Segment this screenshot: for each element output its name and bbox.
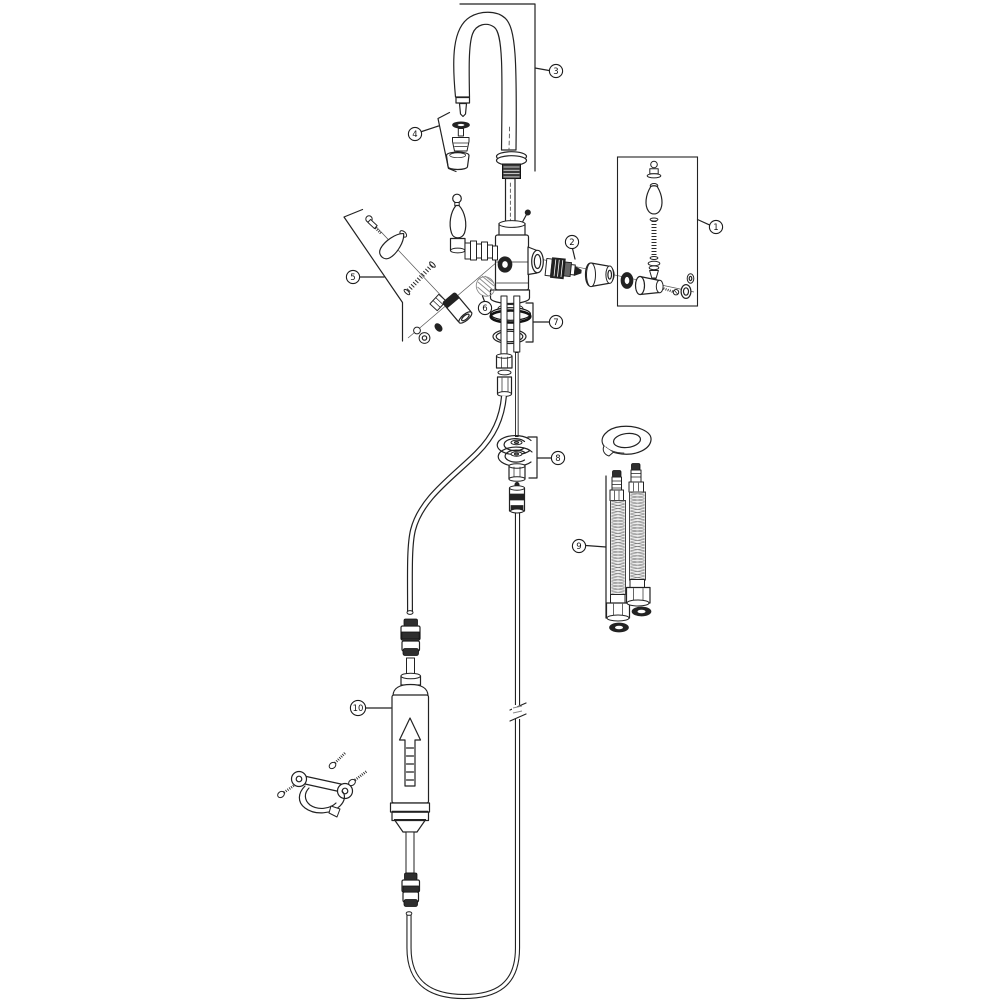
clamp-screws — [277, 752, 368, 799]
callout-4-label: 4 — [412, 130, 417, 140]
kit5-washer — [413, 326, 421, 335]
base-escutcheon — [489, 304, 532, 345]
hatched-seal — [475, 275, 496, 297]
kit-grommet — [620, 272, 634, 289]
callout-9-marker: 9 — [571, 538, 587, 554]
hose-left — [605, 470, 631, 633]
filter-bottom-stub — [405, 831, 415, 874]
clamp-foot — [328, 805, 341, 818]
kit-screw — [646, 160, 662, 179]
kit5-oring — [418, 332, 431, 344]
callout-2-label: 2 — [569, 238, 574, 248]
callout-5-bracket — [343, 208, 404, 342]
tube-break-mark — [509, 702, 527, 722]
callout-4-leader — [421, 125, 440, 133]
callout-8-label: 8 — [555, 454, 560, 464]
callout-1-marker: 1 — [708, 219, 724, 235]
filter-inlet-tube — [406, 395, 507, 615]
inline-filter-assembly — [389, 618, 431, 907]
cartridge-bonnet — [584, 262, 615, 288]
mounting-nut — [508, 463, 526, 482]
quick-connect-lower — [401, 872, 421, 907]
callout-8-bracket — [527, 436, 538, 479]
kit-stem — [649, 217, 659, 260]
kit-handle — [645, 183, 663, 215]
shank-threads — [502, 163, 521, 179]
kit-cap — [680, 273, 695, 300]
callout-5-marker: 5 — [345, 269, 361, 285]
callout-9-leader — [585, 544, 607, 548]
installed-handle — [449, 193, 467, 254]
hose-right — [625, 463, 652, 617]
kit5-valve — [442, 292, 473, 324]
tube-adapter-fitting — [508, 485, 526, 514]
callout-4-marker: 4 — [407, 126, 423, 142]
callout-5-label: 5 — [350, 273, 355, 283]
valve-cartridge — [544, 257, 582, 280]
dispenser-tube-long — [405, 511, 527, 1000]
horseshoe-washers — [496, 435, 533, 467]
callout-leaders — [343, 3, 710, 709]
supply-tubes — [405, 295, 527, 1000]
callout-6-marker: 6 — [477, 300, 493, 316]
kit5-adapter — [429, 293, 447, 312]
callout-6-label: 6 — [482, 304, 487, 314]
kit5-stem — [403, 261, 436, 296]
callout-3-bracket — [459, 3, 536, 172]
callout-4-bracket — [437, 111, 457, 173]
filter-bottom-rings — [389, 802, 431, 822]
kit5-handle — [379, 230, 408, 260]
flow-arrow-up-icon — [398, 717, 422, 787]
mounting-hardware — [496, 435, 533, 514]
callout-8-marker: 8 — [550, 450, 566, 466]
quick-connect-upper — [400, 618, 421, 656]
diverter-lever — [521, 213, 528, 223]
faucet-body-assembly — [449, 193, 544, 305]
callout-3-leader — [534, 67, 550, 72]
callout-7-marker: 7 — [548, 314, 564, 330]
filter-shoulder — [392, 683, 429, 697]
callout-layer: 1 2 3 4 5 6 7 8 9 10 — [345, 63, 724, 717]
spray-head — [455, 96, 471, 104]
handle-hub-ribs — [464, 240, 498, 261]
callout-3-marker: 3 — [548, 63, 564, 79]
aerator-assembly — [445, 121, 470, 171]
kit5-nipple — [434, 323, 443, 332]
spout-shank — [495, 151, 528, 226]
callout-7-label: 7 — [553, 318, 558, 328]
callout-9-label: 9 — [576, 542, 581, 552]
compression-nut-stack — [495, 353, 513, 397]
hose-braid-hatch — [611, 492, 645, 594]
gooseneck-spout — [453, 11, 517, 151]
spare-handle-kit — [365, 215, 473, 344]
callout-3-label: 3 — [553, 67, 558, 77]
kit-packing-stack — [647, 260, 661, 282]
callout-1-leader — [696, 218, 710, 226]
callout-2-marker: 2 — [564, 234, 580, 250]
base-oring — [492, 328, 527, 345]
triangle-gasket — [601, 425, 652, 457]
callout-10-label: 10 — [353, 704, 364, 714]
callout-1-label: 1 — [713, 223, 718, 233]
callout-7-bracket — [525, 302, 534, 343]
callout-10-marker: 10 — [349, 699, 367, 717]
callout-6-leader — [481, 295, 486, 302]
kit-oring — [686, 273, 695, 284]
kit-set-screw — [663, 287, 680, 296]
supply-hoses — [605, 463, 652, 633]
filter-mounting-clamp — [277, 752, 368, 818]
kit-valve-body — [634, 275, 664, 296]
callout-2-leader — [571, 247, 576, 260]
handle-kit-box — [616, 156, 699, 307]
